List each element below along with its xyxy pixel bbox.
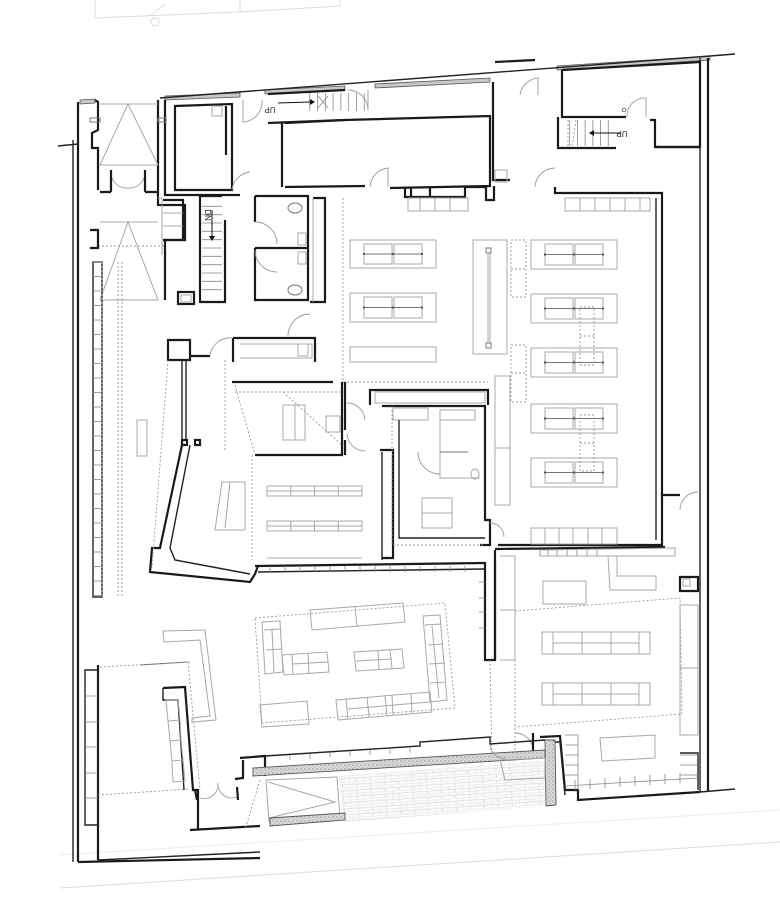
display-table [530, 293, 618, 324]
north-back-rooms [163, 58, 702, 202]
west-sales-zone [148, 337, 497, 662]
north-stair [277, 93, 365, 111]
west-entry-vestibule [89, 100, 196, 306]
stair-labels: UP UP DN [203, 105, 628, 221]
display-table [530, 457, 618, 488]
neighbor-building-outline [94, 0, 341, 27]
street-entrance [234, 736, 557, 831]
east-stair [567, 119, 620, 147]
bench [266, 485, 363, 497]
display-table [541, 682, 651, 706]
west-wall-shelving [92, 261, 148, 598]
stair-label-stair-up-north: UP [264, 105, 275, 114]
display-table [541, 631, 651, 655]
display-table [349, 292, 437, 323]
sidewalk-lines [59, 809, 780, 889]
west-stair-down [198, 194, 227, 304]
restrooms [253, 194, 327, 304]
fitting-room [231, 313, 505, 560]
exterior-walls [57, 53, 736, 864]
display-table [530, 347, 618, 378]
stair-label-stair-up-east: UP [616, 129, 627, 138]
display-table [530, 239, 618, 270]
north-sales-floor [342, 167, 699, 547]
east-sales-zone [493, 545, 701, 802]
display-table [349, 239, 437, 269]
bench [266, 520, 363, 532]
central-lounge [254, 588, 516, 761]
stair-label-stair-down-west: DN [203, 209, 212, 221]
display-table [530, 403, 618, 434]
south-west-zone [84, 629, 261, 861]
